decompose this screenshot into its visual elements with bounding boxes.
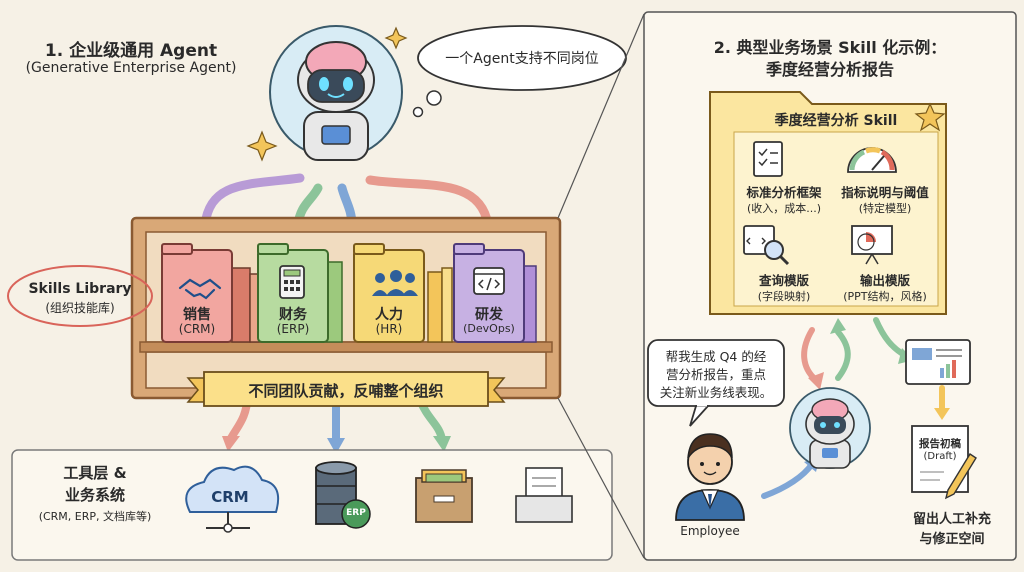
speech-line1: 帮我生成 Q4 的经 xyxy=(665,349,767,364)
small-robot-icon xyxy=(789,387,871,469)
agent-subtitle: (Generative Enterprise Agent) xyxy=(25,60,237,76)
robot-agent xyxy=(269,25,403,161)
checklist-icon xyxy=(753,141,783,177)
binder-rd xyxy=(453,243,525,343)
banner-ribbon xyxy=(186,371,506,407)
employee-avatar xyxy=(675,433,745,521)
binder-rd-sub: (DevOps) xyxy=(463,322,515,335)
tools-title-line1: 工具层 & xyxy=(63,464,127,482)
people-icon xyxy=(372,270,418,296)
tools-subtitle: (CRM, ERP, 文档库等) xyxy=(38,510,152,523)
tools-title-line2: 业务系统 xyxy=(64,486,125,504)
binder-sales-label: 销售 xyxy=(183,307,211,323)
right-title-line2: 季度经营分析报告 xyxy=(765,60,894,79)
speech-line2: 营分析报告，重点 xyxy=(665,367,766,382)
crm-cloud-icon xyxy=(185,465,280,533)
item-output-label: 输出模版 xyxy=(859,273,910,288)
sparkle-icon xyxy=(246,26,408,162)
erp-label: ERP xyxy=(346,508,366,518)
code-window-icon xyxy=(473,267,505,295)
employee-label: Employee xyxy=(680,524,740,538)
binder-rd-label: 研发 xyxy=(475,307,503,323)
banner-text: 不同团队贡献，反哺整个组织 xyxy=(248,382,444,400)
draft-line1: 报告初稿 xyxy=(919,438,961,450)
item-query-label: 查询模版 xyxy=(758,273,809,288)
crm-label: CRM xyxy=(211,488,249,506)
code-search-icon xyxy=(743,225,790,266)
binder-finance-sub: (ERP) xyxy=(276,322,310,336)
agent-title: 1. 企业级通用 Agent xyxy=(44,41,218,61)
item-framework-sub: (收入，成本...) xyxy=(746,202,822,215)
thought-cloud xyxy=(412,25,627,118)
draft-line2: (Draft) xyxy=(923,451,957,462)
database-icon xyxy=(315,461,371,529)
note-line1: 留出人工补充 xyxy=(912,512,991,527)
binder-hr-sub: (HR) xyxy=(375,322,403,336)
skills-library-oval xyxy=(7,265,153,327)
presentation-icon xyxy=(851,225,893,265)
file-box-icon xyxy=(415,469,473,523)
robot-cables xyxy=(200,173,493,230)
item-metrics-sub: (特定模型) xyxy=(858,202,912,215)
binder-finance-label: 财务 xyxy=(279,307,307,323)
item-metrics-label: 指标说明与阈值 xyxy=(841,185,929,200)
cloud-text: 一个Agent支持不同岗位 xyxy=(445,51,599,67)
binder-sales-sub: (CRM) xyxy=(178,322,216,336)
gauge-icon xyxy=(847,147,897,173)
report-screen-icon xyxy=(905,339,971,385)
item-framework-label: 标准分析框架 xyxy=(746,185,822,200)
item-output-sub: (PPT结构，风格) xyxy=(843,290,927,303)
folder-title: 季度经营分析 Skill xyxy=(774,113,898,129)
note-line2: 与修正空间 xyxy=(919,532,985,547)
item-query-sub: (字段映射) xyxy=(757,290,811,303)
calculator-icon xyxy=(279,265,305,299)
draft-document-icon xyxy=(911,425,977,500)
handshake-icon xyxy=(178,278,222,300)
right-title-line1: 2. 典型业务场景 Skill 化示例： xyxy=(713,38,947,57)
skills-library-subtitle: (组织技能库) xyxy=(45,301,115,315)
document-tray-icon xyxy=(515,467,573,523)
speech-bubble xyxy=(647,339,785,427)
skills-library-title: Skills Library xyxy=(28,281,132,297)
binder-hr-label: 人力 xyxy=(375,307,403,323)
speech-line3: 关注新业务线表现。 xyxy=(659,385,773,400)
